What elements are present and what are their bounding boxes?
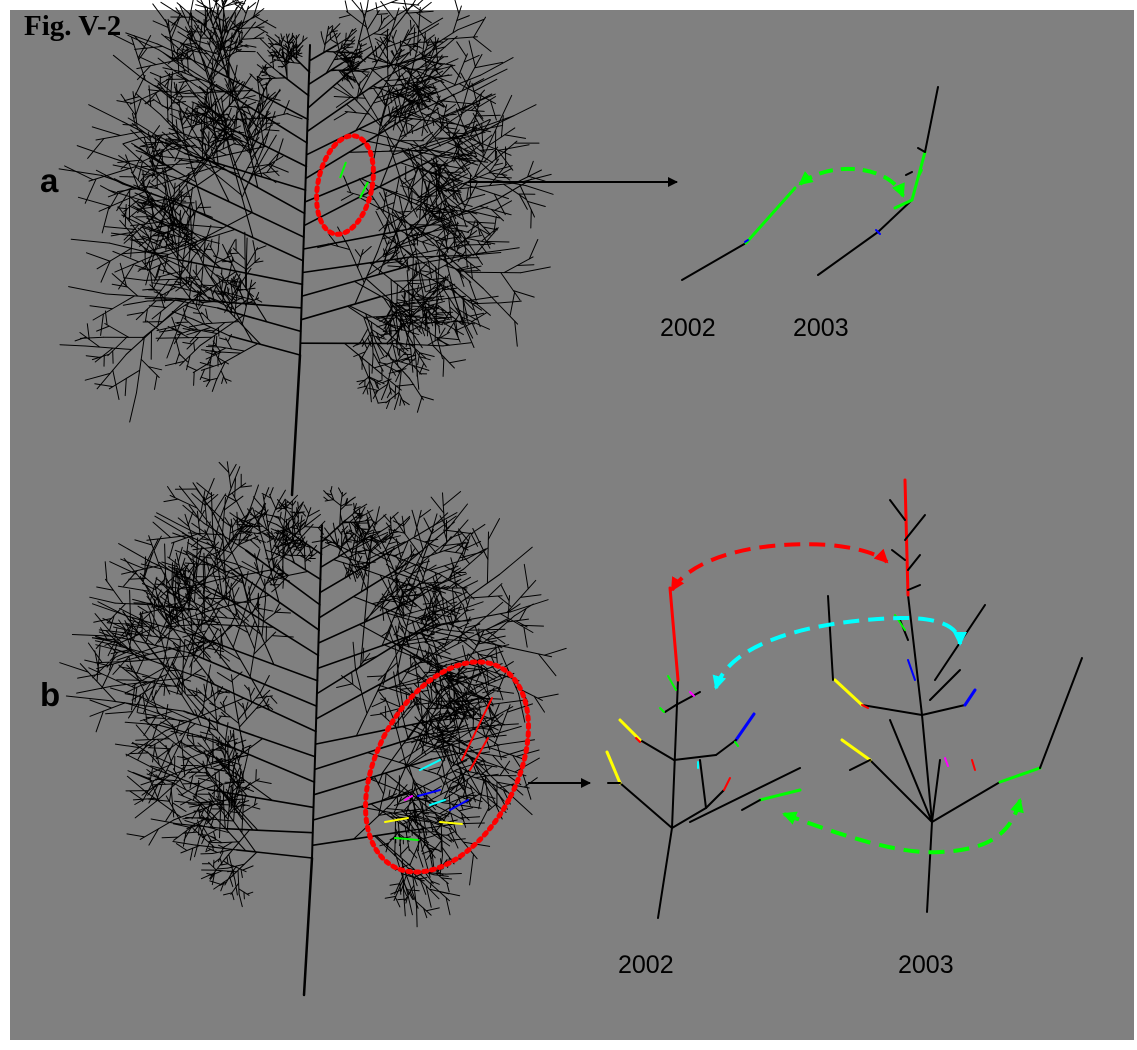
highlight-ellipse-a (314, 133, 376, 237)
panel-b-label: b (40, 676, 61, 713)
correspondence-arrow-b-green (782, 798, 1024, 855)
correspondence-arrow-b-red (670, 542, 889, 592)
panel-a-year-2002: 2002 (660, 314, 716, 342)
tree-a-full (58, 0, 554, 497)
tree-a-highlight-segments (339, 161, 369, 199)
panel-a-year-2003: 2003 (793, 314, 849, 342)
tree-b-full (59, 461, 567, 997)
tree-b-highlight-segments (384, 697, 493, 841)
branch-b-2003 (827, 478, 1083, 913)
panel-b-year-2003: 2003 (898, 951, 954, 979)
highlight-ellipse-b (363, 659, 531, 875)
branch-a-2002 (681, 186, 797, 281)
branch-a-2003 (817, 86, 939, 276)
branch-b-2002 (605, 586, 802, 919)
panel-b-year-2002: 2002 (618, 951, 674, 979)
figure-title: Fig. V-2 (24, 10, 122, 42)
correspondence-arrow-a-green (798, 166, 905, 198)
panel-a-label: a (40, 162, 59, 199)
correspondence-arrow-b-cyan (712, 615, 967, 690)
